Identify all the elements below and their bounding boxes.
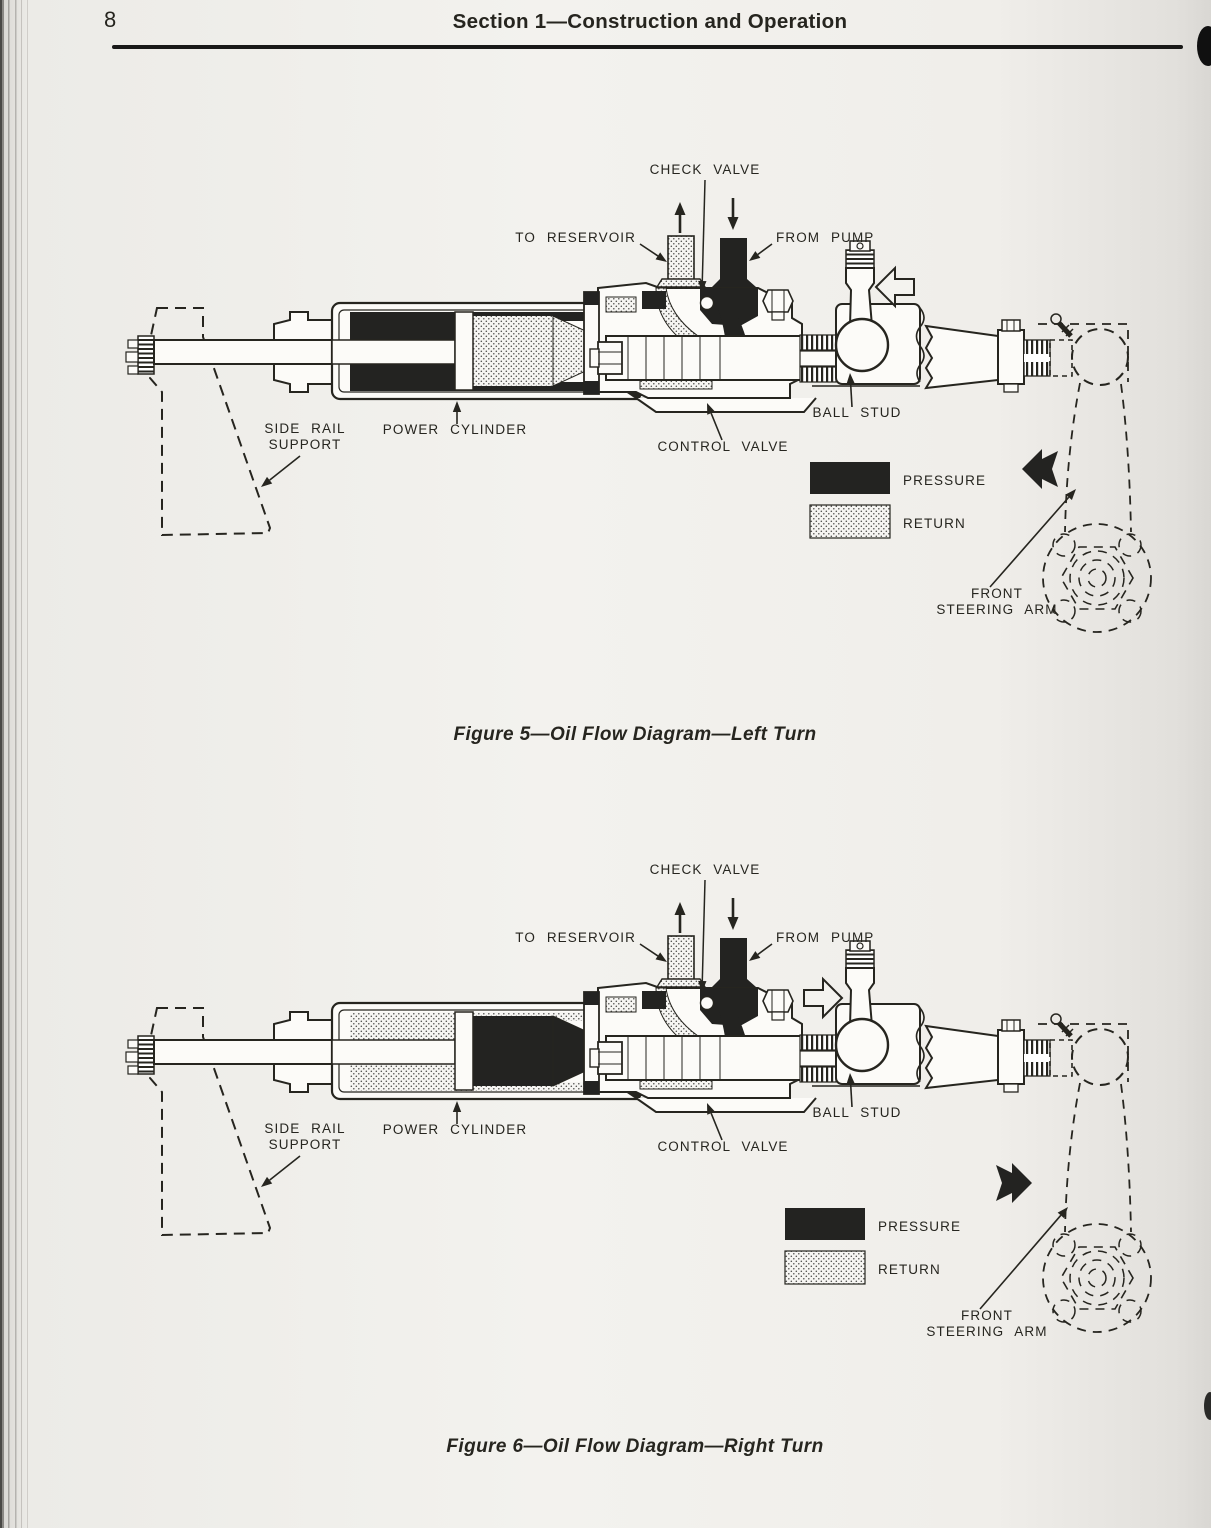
figure-6-diagram: PRESSURE RETURN CHECK VALVE TO RESERVOIR… bbox=[100, 840, 1160, 1400]
ball-stud-socket bbox=[834, 940, 925, 1085]
page-number: 8 bbox=[104, 7, 117, 32]
control-valve-housing bbox=[583, 981, 920, 1113]
front-steering-arm-drawing bbox=[1042, 382, 1152, 633]
return-flow-arrow bbox=[674, 202, 686, 233]
to-reservoir-label: TO RESERVOIR bbox=[515, 230, 636, 245]
legend-return-label: RETURN bbox=[878, 1262, 941, 1277]
grease-fitting bbox=[1050, 313, 1074, 338]
drag-link bbox=[924, 313, 1129, 393]
section-header: Section 1—Construction and Operation bbox=[452, 10, 848, 33]
turn-direction-arrow bbox=[874, 265, 915, 309]
side-rail-support-label2: SUPPORT bbox=[269, 437, 342, 452]
to-reservoir-label: TO RESERVOIR bbox=[515, 930, 636, 945]
front-steering-arm-drawing bbox=[1042, 1082, 1152, 1333]
callout-labels: CHECK VALVE TO RESERVOIR FROM PUMP SIDE … bbox=[261, 862, 1068, 1339]
figure-5-diagram: PRESSURE RETURN CHECK VALVE TO RESERVOIR… bbox=[100, 140, 1160, 700]
legend-pressure-label: PRESSURE bbox=[903, 473, 986, 488]
front-steering-arm-label: FRONT bbox=[961, 1308, 1013, 1323]
front-steering-arm-label2: STEERING ARM bbox=[936, 602, 1057, 617]
legend-pressure-swatch bbox=[785, 1208, 865, 1240]
pressure-pipe bbox=[712, 938, 756, 987]
from-pump-label: FROM PUMP bbox=[776, 230, 874, 245]
figure-6-caption: Figure 6—Oil Flow Diagram—Right Turn bbox=[446, 1436, 824, 1457]
check-valve-label: CHECK VALVE bbox=[650, 162, 761, 177]
ball-stud-label: BALL STUD bbox=[813, 405, 902, 420]
return-flow-arrow bbox=[674, 902, 686, 933]
legend-pressure-label: PRESSURE bbox=[878, 1219, 961, 1234]
legend-pressure-swatch bbox=[810, 462, 890, 494]
ball-stud-shaft bbox=[845, 267, 875, 327]
piston-rod bbox=[153, 339, 341, 365]
side-rail-support-label: SIDE RAIL bbox=[264, 1121, 345, 1136]
scan-artifact-bottom bbox=[1204, 1392, 1211, 1420]
arm-ball-joint bbox=[1071, 328, 1129, 386]
legend: PRESSURE RETURN bbox=[809, 462, 986, 539]
power-cylinder-label: POWER CYLINDER bbox=[383, 1122, 527, 1137]
anchor-bolt bbox=[125, 335, 155, 375]
housing-bolt bbox=[762, 989, 794, 1021]
side-rail-support-label2: SUPPORT bbox=[269, 1137, 342, 1152]
anchor-bolt bbox=[125, 1035, 155, 1075]
piston-rod bbox=[153, 1039, 341, 1065]
scan-artifact-top bbox=[1197, 26, 1211, 66]
valve-spool bbox=[589, 335, 803, 381]
side-rail-support-drawing bbox=[125, 1007, 272, 1237]
ball-stud-ball bbox=[834, 317, 890, 373]
front-steering-arm-label2: STEERING ARM bbox=[926, 1324, 1047, 1339]
return-pipe bbox=[655, 935, 707, 988]
front-steering-arm-label: FRONT bbox=[971, 586, 1023, 601]
ball-stud-label: BALL STUD bbox=[813, 1105, 902, 1120]
check-valve-label: CHECK VALVE bbox=[650, 862, 761, 877]
housing-bolt bbox=[762, 289, 794, 321]
ball-stud-socket bbox=[834, 240, 925, 385]
turn-direction-arrow bbox=[803, 976, 844, 1020]
pressure-flow-arrow bbox=[727, 198, 739, 230]
ball-stud-shaft bbox=[845, 967, 875, 1027]
arm-motion-arrow bbox=[996, 1163, 1032, 1203]
header-rule bbox=[112, 45, 1183, 49]
centering-springs bbox=[799, 334, 843, 383]
oil-flow-diagram: PRESSURE RETURN CHECK VALVE TO RESERVOIR… bbox=[125, 162, 1152, 633]
legend-return-label: RETURN bbox=[903, 516, 966, 531]
pressure-flow-arrow bbox=[727, 898, 739, 930]
from-pump-label: FROM PUMP bbox=[776, 930, 874, 945]
drag-link bbox=[924, 1013, 1129, 1093]
valve-spool bbox=[589, 1035, 803, 1081]
control-valve-housing bbox=[583, 281, 920, 413]
binding-edge bbox=[0, 0, 32, 1528]
return-pipe bbox=[655, 235, 707, 288]
legend: PRESSURE RETURN bbox=[784, 1208, 961, 1285]
arm-ball-joint bbox=[1071, 1028, 1129, 1086]
ball-stud-ball bbox=[834, 1017, 890, 1073]
power-cylinder-label: POWER CYLINDER bbox=[383, 422, 527, 437]
figure-5-caption: Figure 5—Oil Flow Diagram—Left Turn bbox=[453, 724, 817, 745]
grease-fitting bbox=[1050, 1013, 1074, 1038]
side-rail-support-drawing bbox=[125, 307, 272, 537]
legend-return-swatch bbox=[809, 504, 891, 539]
control-valve-label: CONTROL VALVE bbox=[657, 1139, 788, 1154]
arm-motion-arrow bbox=[1022, 449, 1058, 489]
legend-return-swatch bbox=[784, 1250, 866, 1285]
side-rail-support-label: SIDE RAIL bbox=[264, 421, 345, 436]
control-valve-label: CONTROL VALVE bbox=[657, 439, 788, 454]
pressure-pipe bbox=[712, 238, 756, 287]
oil-flow-diagram: PRESSURE RETURN CHECK VALVE TO RESERVOIR… bbox=[125, 862, 1152, 1339]
callout-labels: CHECK VALVE TO RESERVOIR FROM PUMP SIDE … bbox=[261, 162, 1076, 617]
